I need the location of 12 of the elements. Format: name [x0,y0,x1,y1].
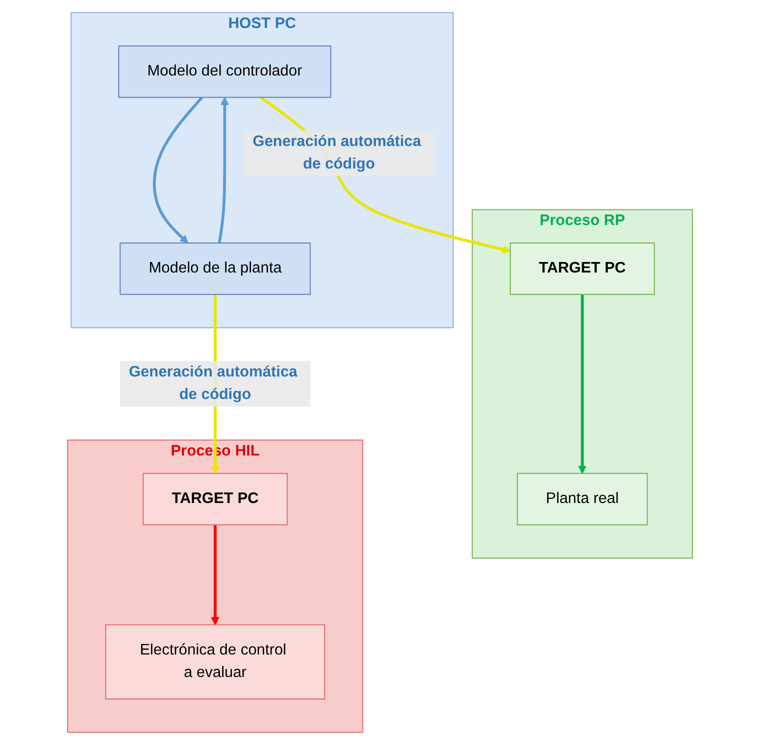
arrow [152,96,204,244]
arrow [578,294,586,474]
node-box: Electrónica de control a evaluar [105,624,326,700]
arrow [218,96,229,244]
node-box: Modelo del controlador [118,45,332,98]
node-box: Planta real [516,472,648,526]
edge-label: Generación automática de código [252,134,422,173]
node-box: TARGET PC [142,472,288,526]
node-box: Modelo de la planta [120,242,311,295]
node-box: TARGET PC [510,242,655,295]
edge-label: Generación automática de código [128,364,298,403]
arrow [210,524,220,626]
